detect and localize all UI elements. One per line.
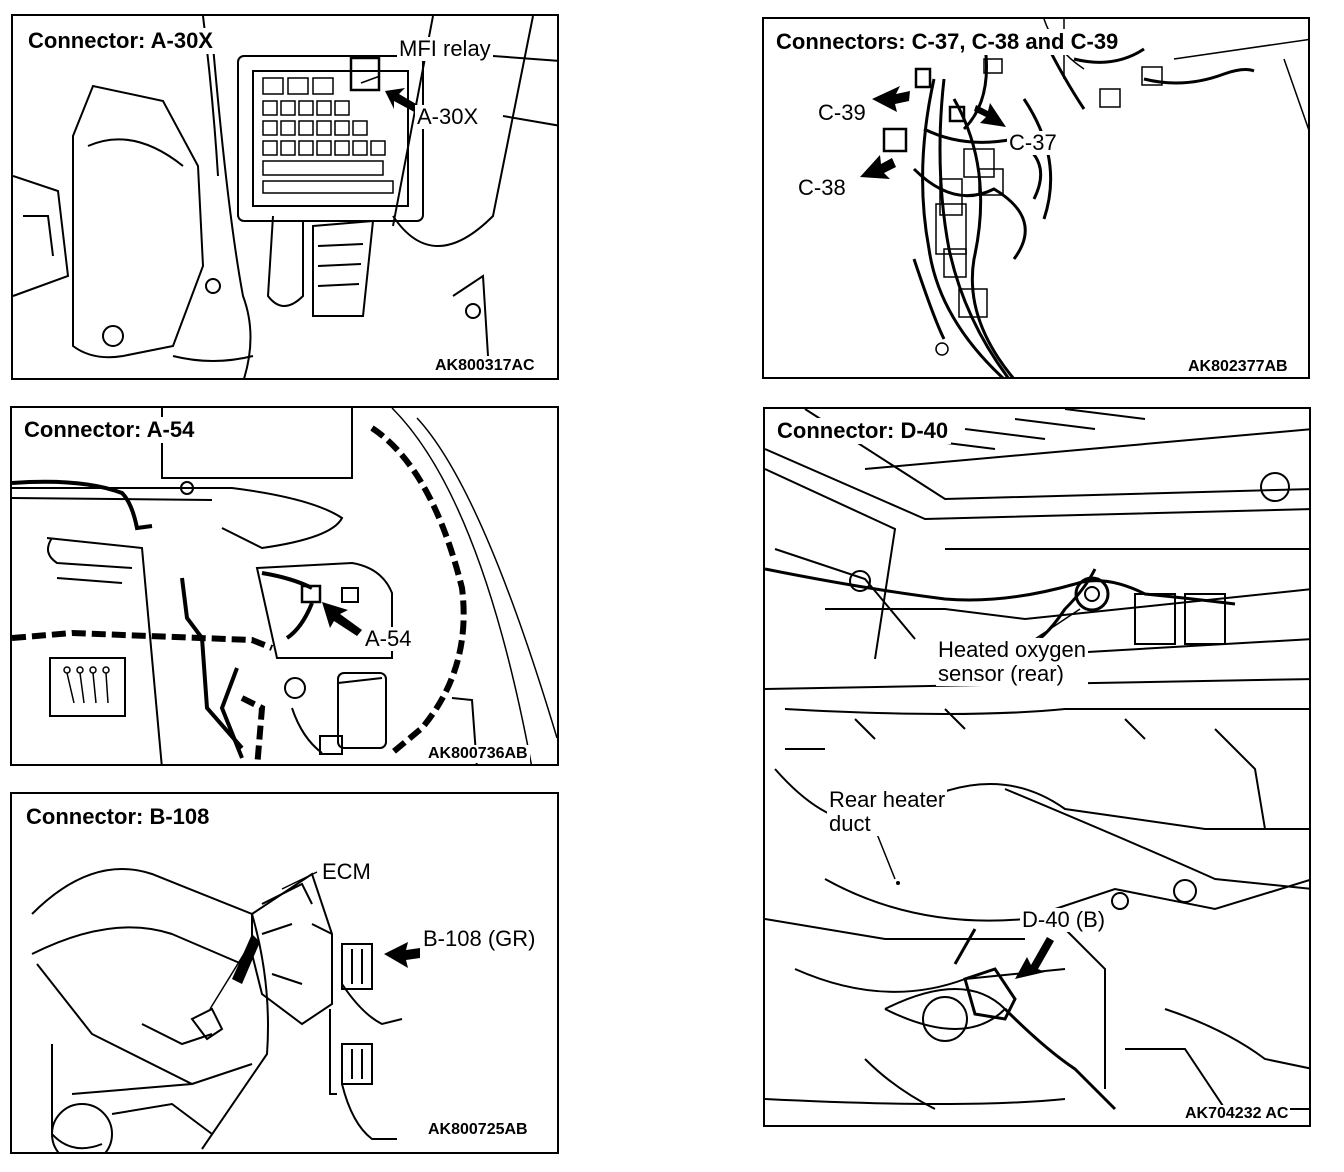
connector-label-c39: C-39 bbox=[816, 100, 868, 126]
figure-code: AK704232 AC bbox=[1183, 1105, 1291, 1123]
arrow-icon bbox=[974, 103, 1006, 127]
engine-bay-illustration bbox=[13, 16, 557, 378]
panel-title: Connector: B-108 bbox=[23, 804, 213, 830]
arrow-icon bbox=[385, 88, 423, 114]
arrow-icon bbox=[322, 602, 362, 636]
connector-label-a54: A-54 bbox=[363, 626, 414, 652]
ecm-label: ECM bbox=[320, 859, 373, 885]
panel-connector-d40: Connector: D-40 Heated oxygen sensor (re… bbox=[763, 407, 1311, 1127]
harness-illustration bbox=[860, 19, 1308, 377]
arrow-icon bbox=[872, 86, 910, 112]
duct-label: Rear heater duct bbox=[827, 787, 948, 837]
arrow-icon bbox=[384, 942, 420, 968]
panel-connector-a54: Connector: A-54 A-54 AK800736AB bbox=[10, 406, 559, 766]
panel-connectors-c37-c38-c39: Connectors: C-37, C-38 and C-39 C-39 C-3… bbox=[762, 17, 1310, 379]
connector-label-c37: C-37 bbox=[1007, 130, 1059, 156]
connector-label-c38: C-38 bbox=[796, 175, 848, 201]
figure-code: AK800725AB bbox=[426, 1121, 530, 1139]
figure-code: AK800736AB bbox=[426, 745, 530, 763]
connector-label-d40: D-40 (B) bbox=[1020, 907, 1108, 933]
panel-title: Connector: A-54 bbox=[21, 417, 198, 443]
panel-title: Connectors: C-37, C-38 and C-39 bbox=[773, 29, 1122, 55]
engine-bay-illustration bbox=[12, 408, 557, 764]
panel-title: Connector: D-40 bbox=[774, 418, 952, 444]
panel-connector-a30x: Connector: A-30X MFI relay A-30X AK80031… bbox=[11, 14, 559, 380]
figure-code: AK802377AB bbox=[1186, 358, 1290, 376]
vehicle-ecm-illustration bbox=[31, 868, 420, 1152]
panel-title: Connector: A-30X bbox=[25, 28, 216, 54]
sensor-label: Heated oxygen sensor (rear) bbox=[936, 637, 1088, 687]
mfi-relay-label: MFI relay bbox=[397, 36, 493, 62]
underbody-illustration bbox=[765, 409, 1309, 1111]
connector-label-b108: B-108 (GR) bbox=[421, 926, 538, 952]
arrow-icon bbox=[1015, 937, 1054, 979]
arrow-icon bbox=[860, 155, 896, 179]
connector-label-a30x: A-30X bbox=[415, 104, 481, 130]
panel-connector-b108: Connector: B-108 ECM B-108 (GR) AK800725… bbox=[10, 792, 559, 1154]
figure-code: AK800317AC bbox=[433, 357, 537, 375]
